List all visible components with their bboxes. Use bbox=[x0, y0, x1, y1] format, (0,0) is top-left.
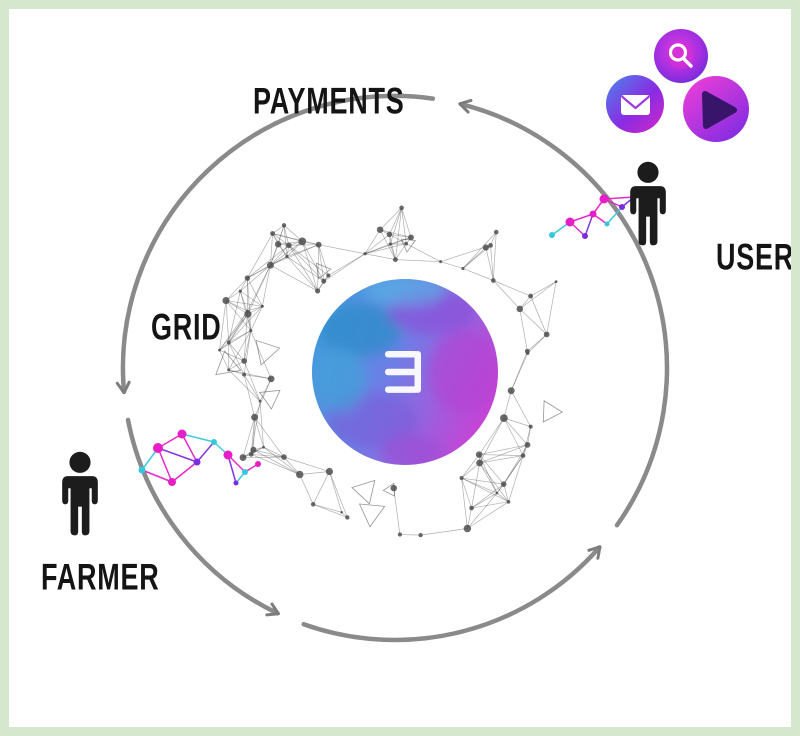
payments-label: PAYMENTS bbox=[253, 80, 405, 122]
threefold-logo-icon bbox=[385, 351, 421, 393]
flow-arc-left-to-bottom bbox=[125, 417, 280, 617]
mesh-sphere-graphic bbox=[215, 205, 564, 538]
farmer-label: FARMER bbox=[41, 556, 160, 598]
mail-icon bbox=[606, 75, 664, 133]
user-label: USER bbox=[716, 236, 795, 278]
globe-graphic bbox=[312, 279, 498, 465]
flow-cycle-arrows bbox=[115, 93, 670, 643]
play-icon bbox=[683, 76, 749, 142]
grid-label: GRID bbox=[151, 306, 222, 348]
flow-arc-right-to-top bbox=[458, 98, 670, 528]
user-person-icon bbox=[630, 161, 666, 246]
app-bubbles bbox=[606, 29, 749, 142]
search-icon bbox=[654, 29, 708, 83]
user-network-cluster-graphic bbox=[549, 194, 637, 239]
flow-arc-bottom-to-right bbox=[301, 545, 602, 643]
farmer-person-icon bbox=[62, 451, 98, 536]
flow-arc-top-to-left bbox=[115, 93, 436, 395]
grid-network-cluster-graphic bbox=[138, 429, 261, 486]
